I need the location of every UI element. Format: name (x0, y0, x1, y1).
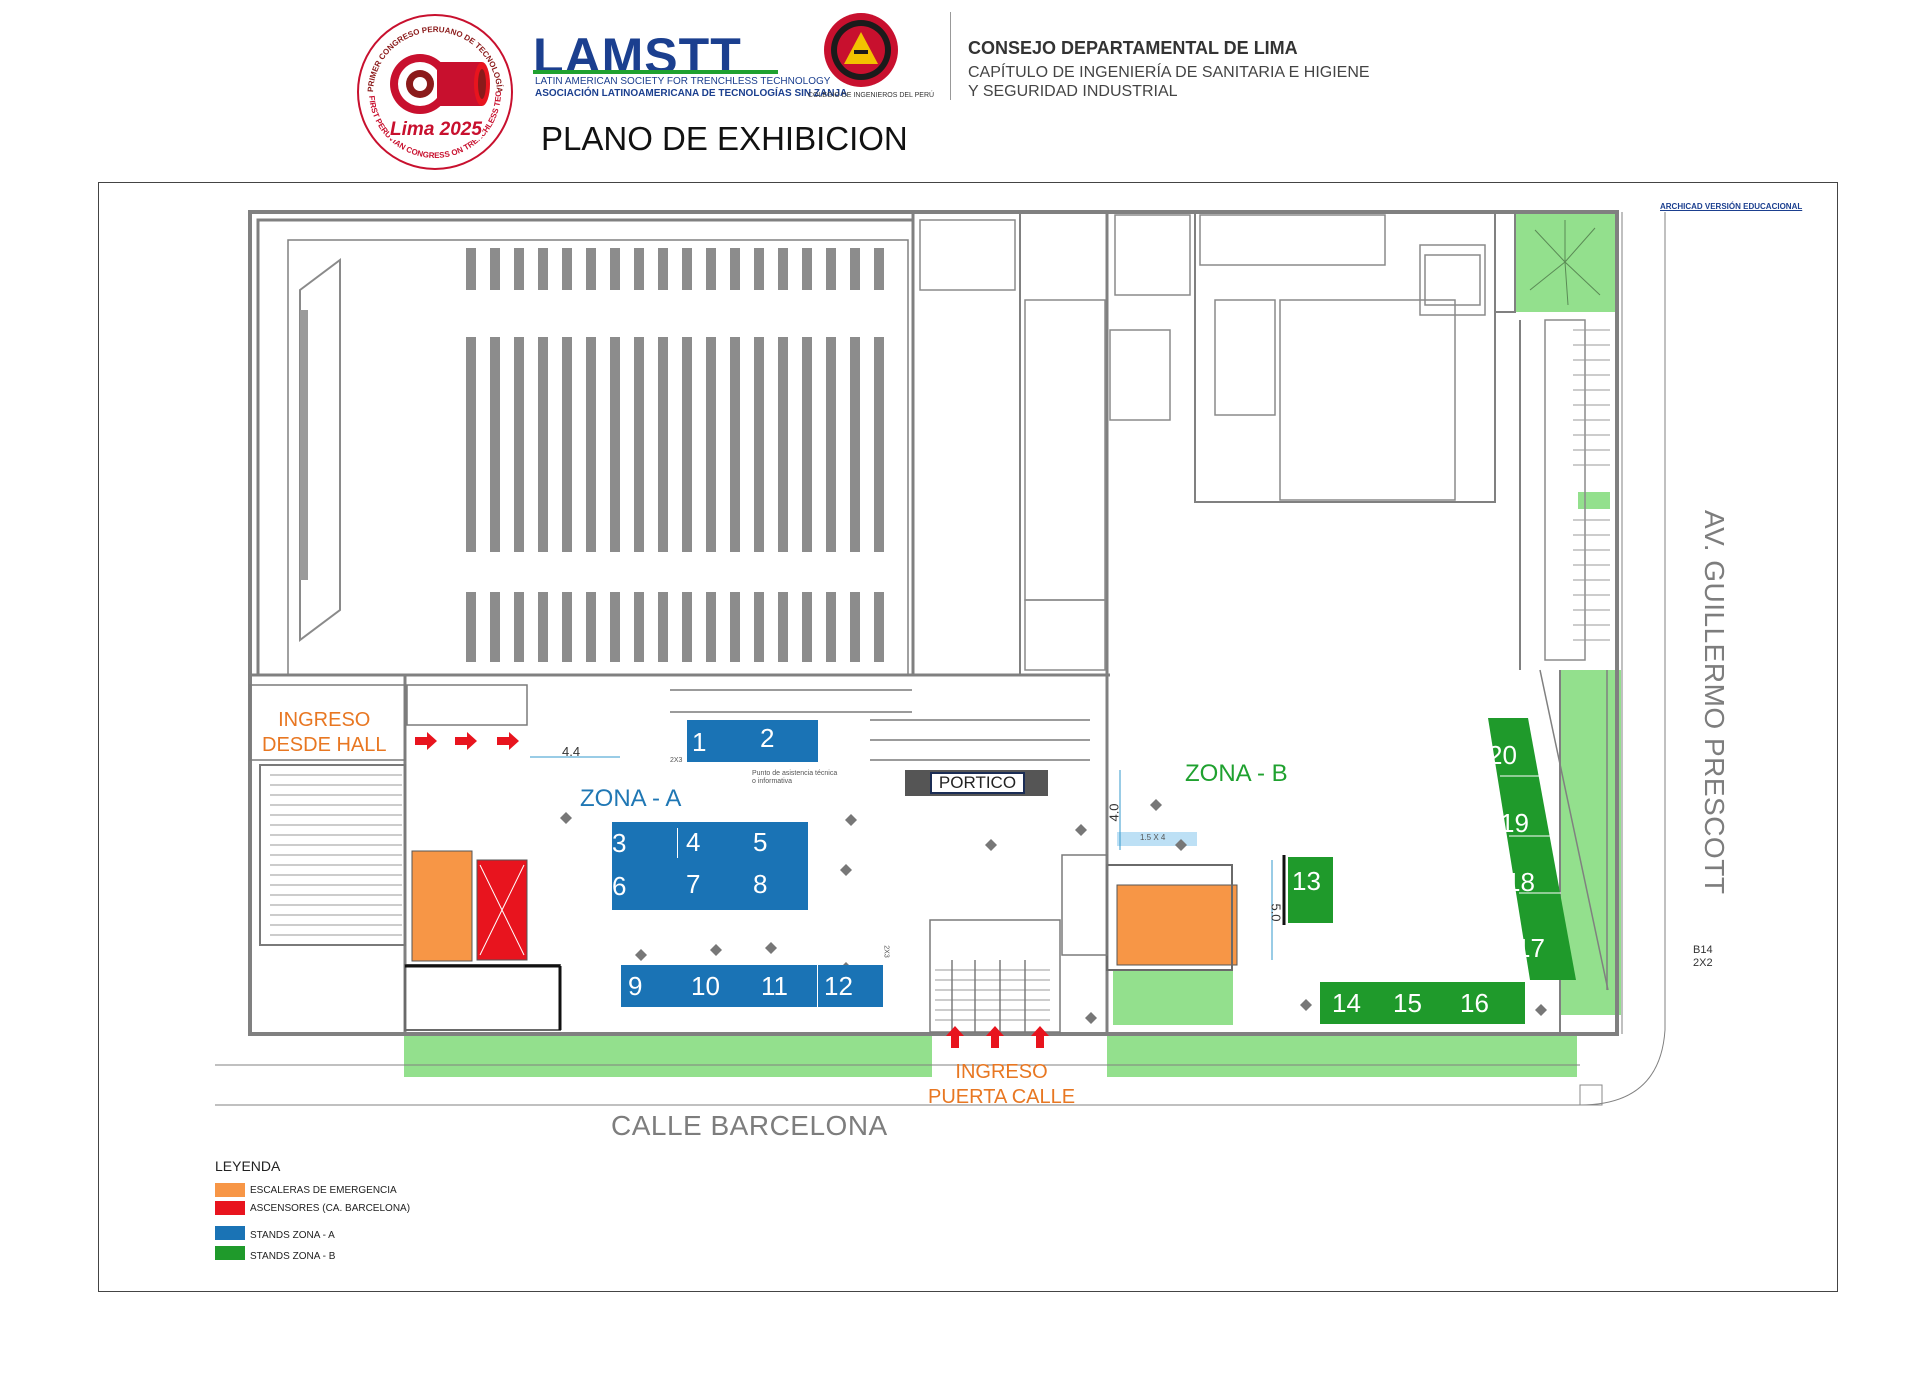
cip-seal-icon (824, 13, 898, 87)
stand-number: 20 (1488, 740, 1517, 770)
stand-group-9-12[interactable]: 9 10 11 12 (621, 965, 883, 1007)
entrance-street-label: INGRESO PUERTA CALLE (928, 1060, 1075, 1110)
legend-swatch-zone-b (215, 1246, 245, 1260)
stand-number: 1 (692, 727, 707, 757)
hall-stairs-block (259, 764, 406, 946)
arrow-up-icon (946, 1026, 1049, 1048)
stand-size-b-label: 2X3 (882, 945, 890, 958)
cip-logo: COLEGIO DE INGENIEROS DEL PERÚ (796, 12, 946, 102)
org-title: CONSEJO DEPARTAMENTAL DE LIMA (968, 38, 1298, 58)
org-subtitle-2: Y SEGURIDAD INDUSTRIAL (968, 83, 1178, 100)
entrance-hall-line2: DESDE HALL (262, 734, 387, 756)
street-entrance-corridor (929, 854, 1108, 1033)
stage-edge (300, 310, 308, 580)
congress-logo: PRIMER CONGRESO PERUANO DE TECNOLOGÍAS S… (352, 5, 515, 172)
stand-number: 7 (686, 869, 701, 899)
stand-number: 16 (1460, 988, 1489, 1018)
storage-block (404, 964, 561, 1031)
legend-swatch-elevators (215, 1201, 245, 1215)
stand-group-17-20[interactable]: 20 19 18 17 (1488, 718, 1576, 980)
stand-number: 4 (686, 827, 701, 857)
stand-number: 19 (1500, 808, 1529, 838)
small-stand-area (1117, 832, 1197, 846)
legend-label-stairs: ESCALERAS DE EMERGENCIA (250, 1185, 397, 1196)
stand-number: 5 (753, 827, 768, 857)
stand-number: 2 (760, 723, 775, 753)
legend-label-zone-b: STANDS ZONA - B (250, 1251, 336, 1262)
emergency-stairs-zone-b (1116, 884, 1238, 966)
stand-number: 8 (753, 869, 768, 899)
page-title: PLANO DE EXHIBICION (541, 120, 908, 157)
stand-13[interactable]: 13 (1288, 857, 1333, 923)
elevator-cross-icon (479, 864, 525, 956)
service-rooms (919, 214, 1586, 671)
zone-b-label: ZONA - B (1185, 760, 1288, 787)
entrance-hall-label: INGRESO DESDE HALL (262, 708, 387, 758)
dimension-hall-label: 4.4 (562, 744, 581, 759)
entrance-street-line2: PUERTA CALLE (928, 1086, 1076, 1108)
legend-swatch-zone-a (215, 1226, 245, 1240)
header-divider (950, 12, 951, 100)
stand-group-1-2[interactable]: 1 2 (687, 720, 818, 762)
stand-number: 15 (1393, 988, 1422, 1018)
stand-number: 10 (691, 971, 720, 1001)
small-stand-label: 1.5 X 4 (1140, 833, 1166, 842)
stand-group-17-20-shape (1488, 718, 1576, 980)
stand-number: 18 (1506, 867, 1535, 897)
chair-icons (560, 799, 1547, 1024)
entrance-street-line1: INGRESO (955, 1061, 1048, 1083)
lamstt-line1: LATIN AMERICAN SOCIETY FOR TRENCHLESS TE… (535, 76, 831, 87)
dimension-stand13-label: 5.0 (1268, 903, 1284, 922)
arrow-right-icon (415, 732, 519, 750)
stand-group-3-8[interactable]: 3 4 5 6 7 8 (612, 822, 808, 910)
block-label-line1: B14 (1693, 944, 1713, 956)
stand-number: 11 (761, 971, 788, 1001)
org-subtitle-1: CAPÍTULO DE INGENIERÍA DE SANITARIA E HI… (968, 64, 1370, 81)
sun-icon (390, 54, 450, 114)
legend-swatch-stairs (215, 1183, 245, 1197)
stand-number: 17 (1516, 933, 1545, 963)
stand-group-14-16[interactable]: 14 15 16 (1320, 982, 1525, 1024)
stairs-lines (270, 329, 1610, 1021)
stand-number: 3 (612, 828, 627, 858)
lamstt-underline-icon (533, 70, 778, 74)
dimension-zone-b-label: 4.0 (1106, 803, 1122, 822)
stand-number: 6 (612, 871, 627, 901)
emergency-stairs-zone-a (411, 850, 473, 962)
avenue-prescott-label: AV. GUILLERMO PRESCOTT (1699, 510, 1730, 895)
block-label: B14 2X2 (1693, 944, 1713, 970)
stand-number: 14 (1332, 988, 1361, 1018)
stand-number: 13 (1292, 866, 1321, 896)
cip-caption: COLEGIO DE INGENIEROS DEL PERÚ (807, 92, 935, 99)
portico-label: PORTICO (930, 772, 1025, 794)
legend-title: LEYENDA (215, 1158, 281, 1174)
assistance-point-label: Punto de asistencia técnica o informativ… (752, 770, 838, 785)
stand-size-a-label: 2X3 (670, 757, 683, 764)
legend-label-zone-a: STANDS ZONA - A (250, 1230, 335, 1241)
pipe-icon (437, 62, 490, 106)
block-label-line2: 2X2 (1693, 957, 1713, 969)
stand-divider (677, 828, 678, 858)
building-walls (215, 210, 1666, 1106)
tree-icon (1529, 220, 1601, 306)
hall-entrance-corridor (249, 684, 1090, 761)
auditorium-seats (466, 248, 884, 662)
congress-logo-city: Lima 2025 (390, 119, 482, 140)
stand-number: 9 (628, 971, 643, 1001)
zone-a-label: ZONA - A (580, 785, 682, 812)
lamstt-line2: ASOCIACIÓN LATINOAMERICANA DE TECNOLOGÍA… (535, 88, 848, 99)
lamstt-logo: LAMSTT LATIN AMERICAN SOCIETY FOR TRENCH… (533, 30, 847, 99)
corner-steps (1579, 1084, 1603, 1106)
entrance-hall-line1: INGRESO (278, 709, 371, 731)
street-barcelona-label: CALLE BARCELONA (611, 1110, 888, 1141)
watermark-label: ARCHICAD VERSIÓN EDUCACIONAL (1660, 202, 1803, 211)
stand-divider (817, 965, 818, 1007)
stand-number: 12 (824, 971, 853, 1001)
legend-label-elevators: ASCENSORES (CA. BARCELONA) (250, 1203, 411, 1214)
garden-areas (404, 212, 1621, 1077)
map-frame (98, 182, 1838, 1292)
